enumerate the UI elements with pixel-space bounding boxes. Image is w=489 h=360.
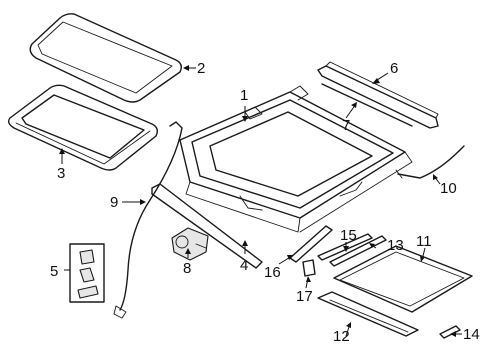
part-3-glass-seal-frame	[7, 84, 159, 171]
part-1-sunroof-frame	[179, 85, 413, 233]
part-8-motor	[171, 227, 209, 261]
part-5-clip-kit	[69, 243, 105, 303]
callout-10: 10	[440, 180, 457, 197]
callout-5: 5	[50, 263, 59, 280]
callout-6: 6	[390, 60, 399, 77]
callout-14: 14	[463, 326, 480, 343]
callout-12: 12	[333, 328, 350, 345]
part-10-cable	[395, 145, 465, 179]
callout-4: 4	[240, 257, 249, 274]
callout-3: 3	[57, 165, 66, 182]
part-16-bracket	[289, 225, 333, 263]
part-17-clip	[302, 259, 316, 277]
part-14-latch	[439, 325, 461, 339]
callout-1: 1	[240, 87, 249, 104]
part-11-sunshade	[333, 245, 473, 313]
callout-15: 15	[340, 227, 357, 244]
leader-lines	[59, 65, 462, 337]
part-15-seal-strip	[317, 233, 373, 261]
callout-9: 9	[110, 194, 119, 211]
part-2-glass-panel	[29, 13, 183, 103]
callout-7: 7	[342, 117, 351, 134]
part-13-guide	[329, 235, 387, 267]
part-7-strip	[321, 83, 413, 127]
callout-13: 13	[387, 237, 404, 254]
part-9-drain-hose	[113, 121, 183, 319]
part-4-wind-deflector	[151, 183, 263, 269]
part-12-shade-panel	[317, 291, 419, 337]
callout-11: 11	[416, 233, 432, 250]
callout-16: 16	[264, 264, 281, 281]
part-6-rail	[317, 61, 439, 129]
callout-17: 17	[296, 288, 313, 305]
callout-2: 2	[197, 60, 206, 77]
callout-8: 8	[183, 260, 192, 277]
